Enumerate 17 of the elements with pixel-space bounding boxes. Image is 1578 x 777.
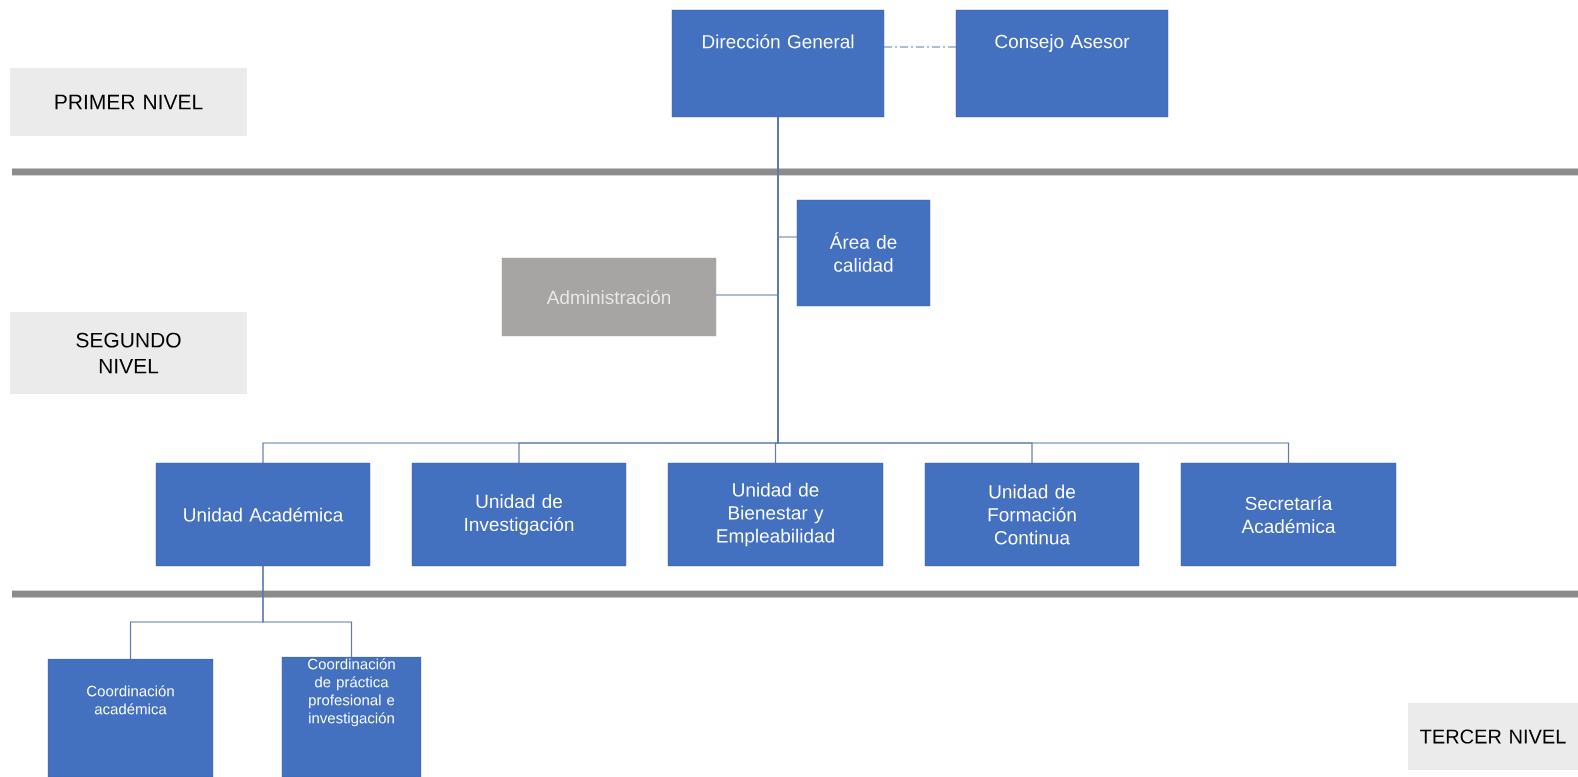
connector-line bbox=[262, 565, 353, 658]
org-box: Consejo Asesor bbox=[955, 9, 1169, 118]
org-box: Coordinación académica bbox=[47, 658, 214, 777]
org-box: Área de calidad bbox=[796, 199, 931, 307]
level-label-box: TERCER NIVEL bbox=[1408, 703, 1578, 770]
level-label-box: PRIMER NIVEL bbox=[10, 68, 247, 136]
org-box: Dirección General bbox=[671, 9, 885, 118]
org-box: Unidad de Investigación bbox=[411, 462, 627, 567]
org-box: Unidad de Formación Continua bbox=[924, 462, 1140, 567]
level-label-box: SEGUNDO NIVEL bbox=[10, 312, 247, 394]
org-box: Coordinación de práctica profesional e investigación bbox=[281, 656, 422, 777]
connector-line bbox=[883, 46, 957, 48]
org-box: Administración bbox=[501, 257, 717, 337]
org-box: Unidad Académica bbox=[155, 462, 371, 567]
org-box: Secretaría Académica bbox=[1180, 462, 1397, 567]
connector-line bbox=[777, 116, 1290, 464]
org-box: Unidad de Bienestar y Empleabilidad bbox=[667, 462, 884, 567]
